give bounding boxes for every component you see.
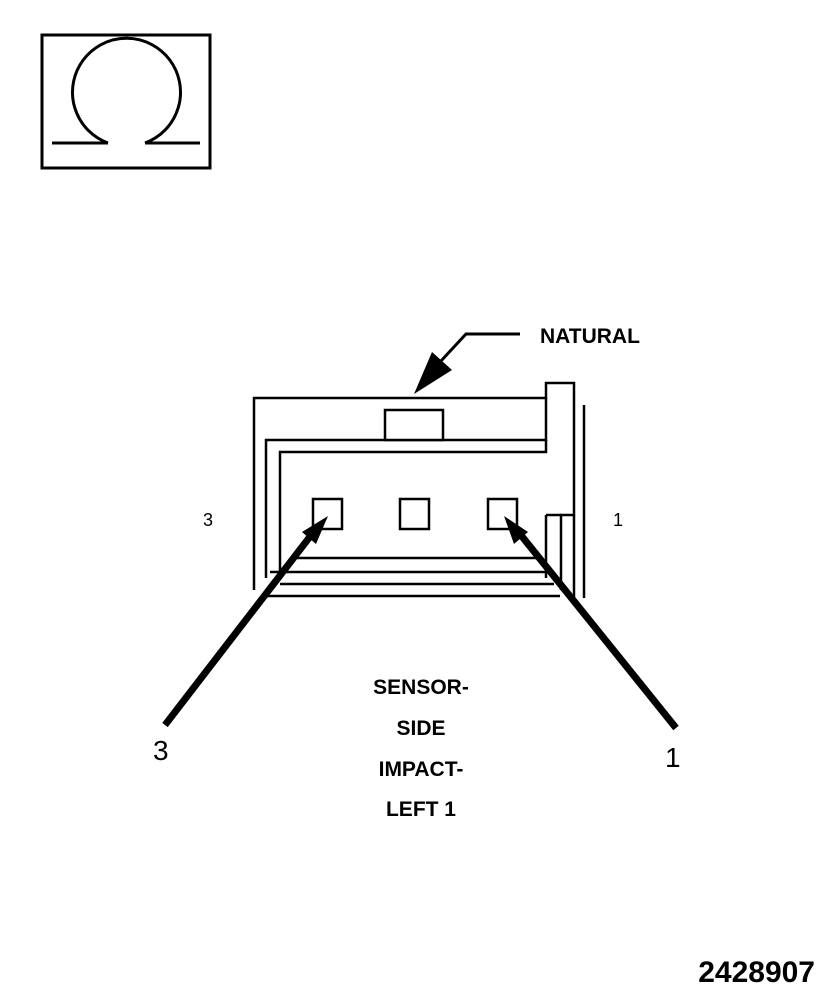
cavity-3 [311, 497, 344, 531]
connector-body [252, 381, 586, 598]
figure-id: 2428907 [698, 956, 815, 989]
pin-3-arrow [162, 516, 328, 728]
cavity-label-left: 3 [203, 510, 213, 530]
component-name: SENSOR- SIDE IMPACT- LEFT 1 [373, 676, 469, 821]
component-name-line-3: IMPACT- [379, 758, 464, 781]
color-leader-arrowhead [414, 352, 452, 394]
ohm-symbol-box [40, 33, 212, 170]
pin-3-callout: 3 [153, 735, 169, 766]
pin-1-arrow [504, 516, 679, 731]
connector-latch [383, 408, 445, 442]
pin-1-callout: 1 [665, 742, 681, 773]
color-label: NATURAL [540, 325, 640, 348]
ohm-icon [52, 36, 200, 145]
component-name-line-4: LEFT 1 [386, 798, 456, 821]
cavity-2 [398, 497, 431, 531]
component-name-line-2: SIDE [396, 717, 445, 740]
cavity-1 [486, 497, 519, 531]
color-leader [414, 332, 520, 394]
cavity-label-right: 1 [613, 510, 623, 530]
component-name-line-1: SENSOR- [373, 676, 469, 699]
